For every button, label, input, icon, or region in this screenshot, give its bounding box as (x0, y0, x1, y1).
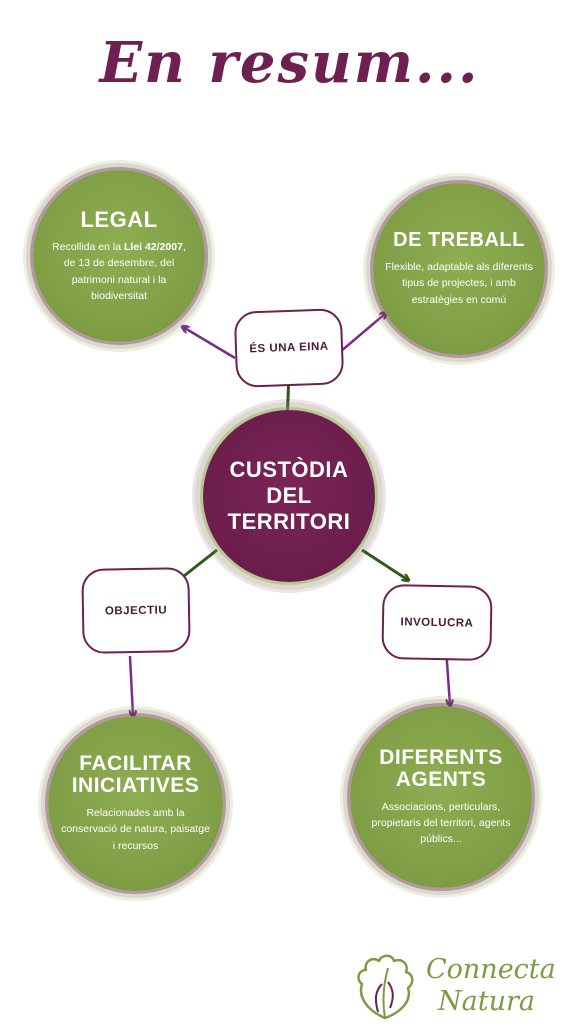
legal-title: LEGAL (80, 206, 158, 232)
label-objectiu: OBJECTIU (81, 567, 191, 654)
agents-node: DIFERENTS AGENTS Associacions, perticula… (350, 706, 532, 888)
center-title: CUSTÒDIA DEL TERRITORI (227, 457, 351, 534)
facilitar-node: FACILITAR INICIATIVES Relacionades amb l… (48, 716, 223, 891)
logo-line2: Natura (438, 986, 535, 1017)
legal-body: Recollida en la Llei 42/2007, de 13 de d… (52, 241, 186, 302)
treball-node: DE TREBALL Flexible, adaptable als difer… (373, 183, 545, 355)
center-node: CUSTÒDIA DEL TERRITORI (203, 410, 375, 582)
arrow-eina-to-treball (339, 313, 386, 353)
arrow-objectiu-to-facilitar (130, 655, 133, 716)
legal-node: LEGAL Recollida en la Llei 42/2007, de 1… (33, 170, 205, 342)
agents-body: Associacions, perticulars, propietaris d… (371, 800, 511, 846)
label-es-una-eina: ÉS UNA EINA (233, 308, 345, 388)
arrow-center-to-involucra (361, 548, 408, 580)
facilitar-title: FACILITAR INICIATIVES (71, 752, 200, 798)
agents-title: DIFERENTS AGENTS (379, 745, 503, 791)
label-involucra: INVOLUCRA (381, 584, 493, 661)
logo-line1: Connecta (426, 954, 556, 985)
oak-leaf-icon (357, 954, 414, 1020)
treball-title: DE TREBALL (393, 229, 525, 252)
facilitar-body: Relacionades amb la conservació de natur… (61, 807, 210, 852)
treball-body: Flexible, adaptable als diferents tipus … (385, 261, 533, 306)
page-title: En resum... (99, 30, 480, 96)
connecta-natura-logo: Connecta Natura (352, 950, 572, 1025)
arrow-eina-to-legal (183, 327, 236, 360)
